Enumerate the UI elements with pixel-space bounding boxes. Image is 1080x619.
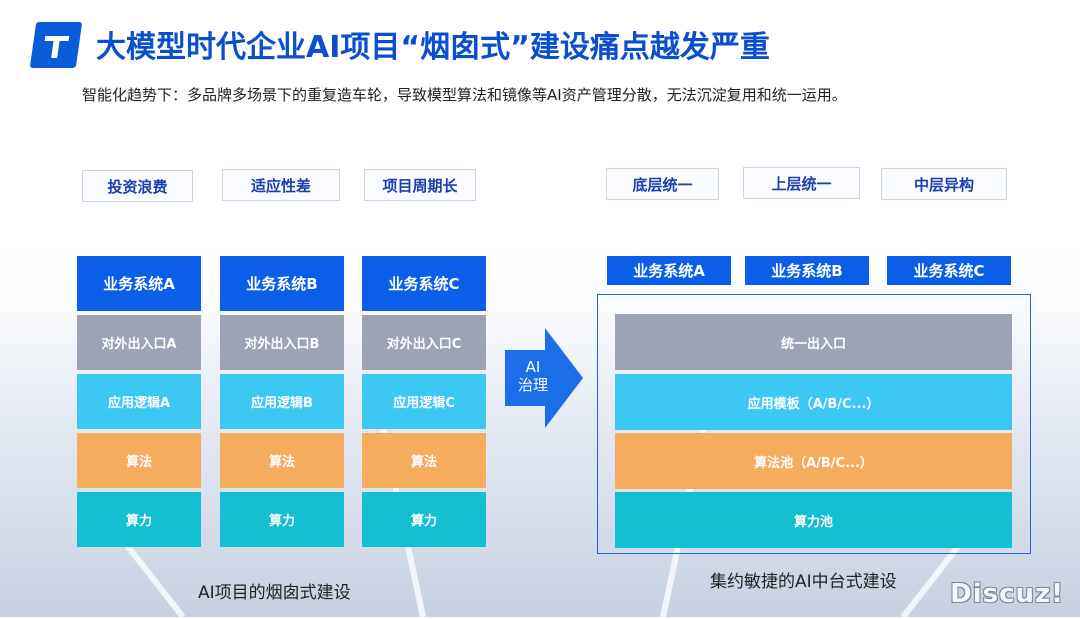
business-system-c: 业务系统C (887, 256, 1011, 285)
algorithm-pool: 算法池（A/B/C...） (615, 433, 1012, 489)
pain-tag: 投资浪费 (82, 170, 193, 202)
compute-b: 算力 (220, 492, 344, 547)
app-template: 应用模板（A/B/C...） (615, 374, 1012, 430)
algorithm-b: 算法 (220, 433, 344, 488)
right-caption: 集约敏捷的AI中台式建设 (710, 572, 897, 592)
watermark-logo: Discuz! (950, 579, 1064, 609)
entry-c: 对外出入口C (362, 315, 486, 370)
arrow-label-line1: AI (525, 358, 541, 376)
pain-tag: 项目周期长 (364, 169, 476, 201)
entry-a: 对外出入口A (77, 315, 201, 370)
algorithm-a: 算法 (77, 433, 201, 488)
app-logic-c: 应用逻辑C (362, 374, 486, 429)
unified-entry: 统一出入口 (615, 314, 1012, 370)
compute-pool: 算力池 (615, 492, 1012, 548)
page-subtitle: 智能化趋势下：多品牌多场景下的重复造车轮，导致模型算法和镜像等AI资产管理分散，… (82, 86, 847, 104)
entry-b: 对外出入口B (220, 315, 344, 370)
arrow-label: AI 治理 (505, 358, 561, 394)
business-system-b: 业务系统B (220, 256, 344, 311)
platform-frame (597, 294, 1031, 554)
ai-governance-arrow-icon (505, 328, 583, 428)
compute-a: 算力 (77, 492, 201, 547)
business-system-b: 业务系统B (745, 256, 869, 285)
page-title: 大模型时代企业AI项目“烟囱式”建设痛点越发严重 (96, 30, 770, 65)
compute-c: 算力 (362, 492, 486, 547)
left-caption: AI项目的烟囱式建设 (198, 583, 351, 603)
benefit-tag: 上层统一 (743, 167, 860, 199)
business-system-a: 业务系统A (607, 256, 731, 285)
app-logic-a: 应用逻辑A (77, 374, 201, 429)
benefit-tag: 中层异构 (881, 168, 1007, 200)
business-system-a: 业务系统A (77, 256, 201, 311)
arrow-label-line2: 治理 (517, 376, 548, 394)
benefit-tag: 底层统一 (606, 168, 719, 200)
pain-tag: 适应性差 (222, 169, 340, 201)
business-system-c: 业务系统C (362, 256, 486, 311)
logo-icon (29, 22, 83, 68)
app-logic-b: 应用逻辑B (220, 374, 344, 429)
algorithm-c: 算法 (362, 433, 486, 488)
